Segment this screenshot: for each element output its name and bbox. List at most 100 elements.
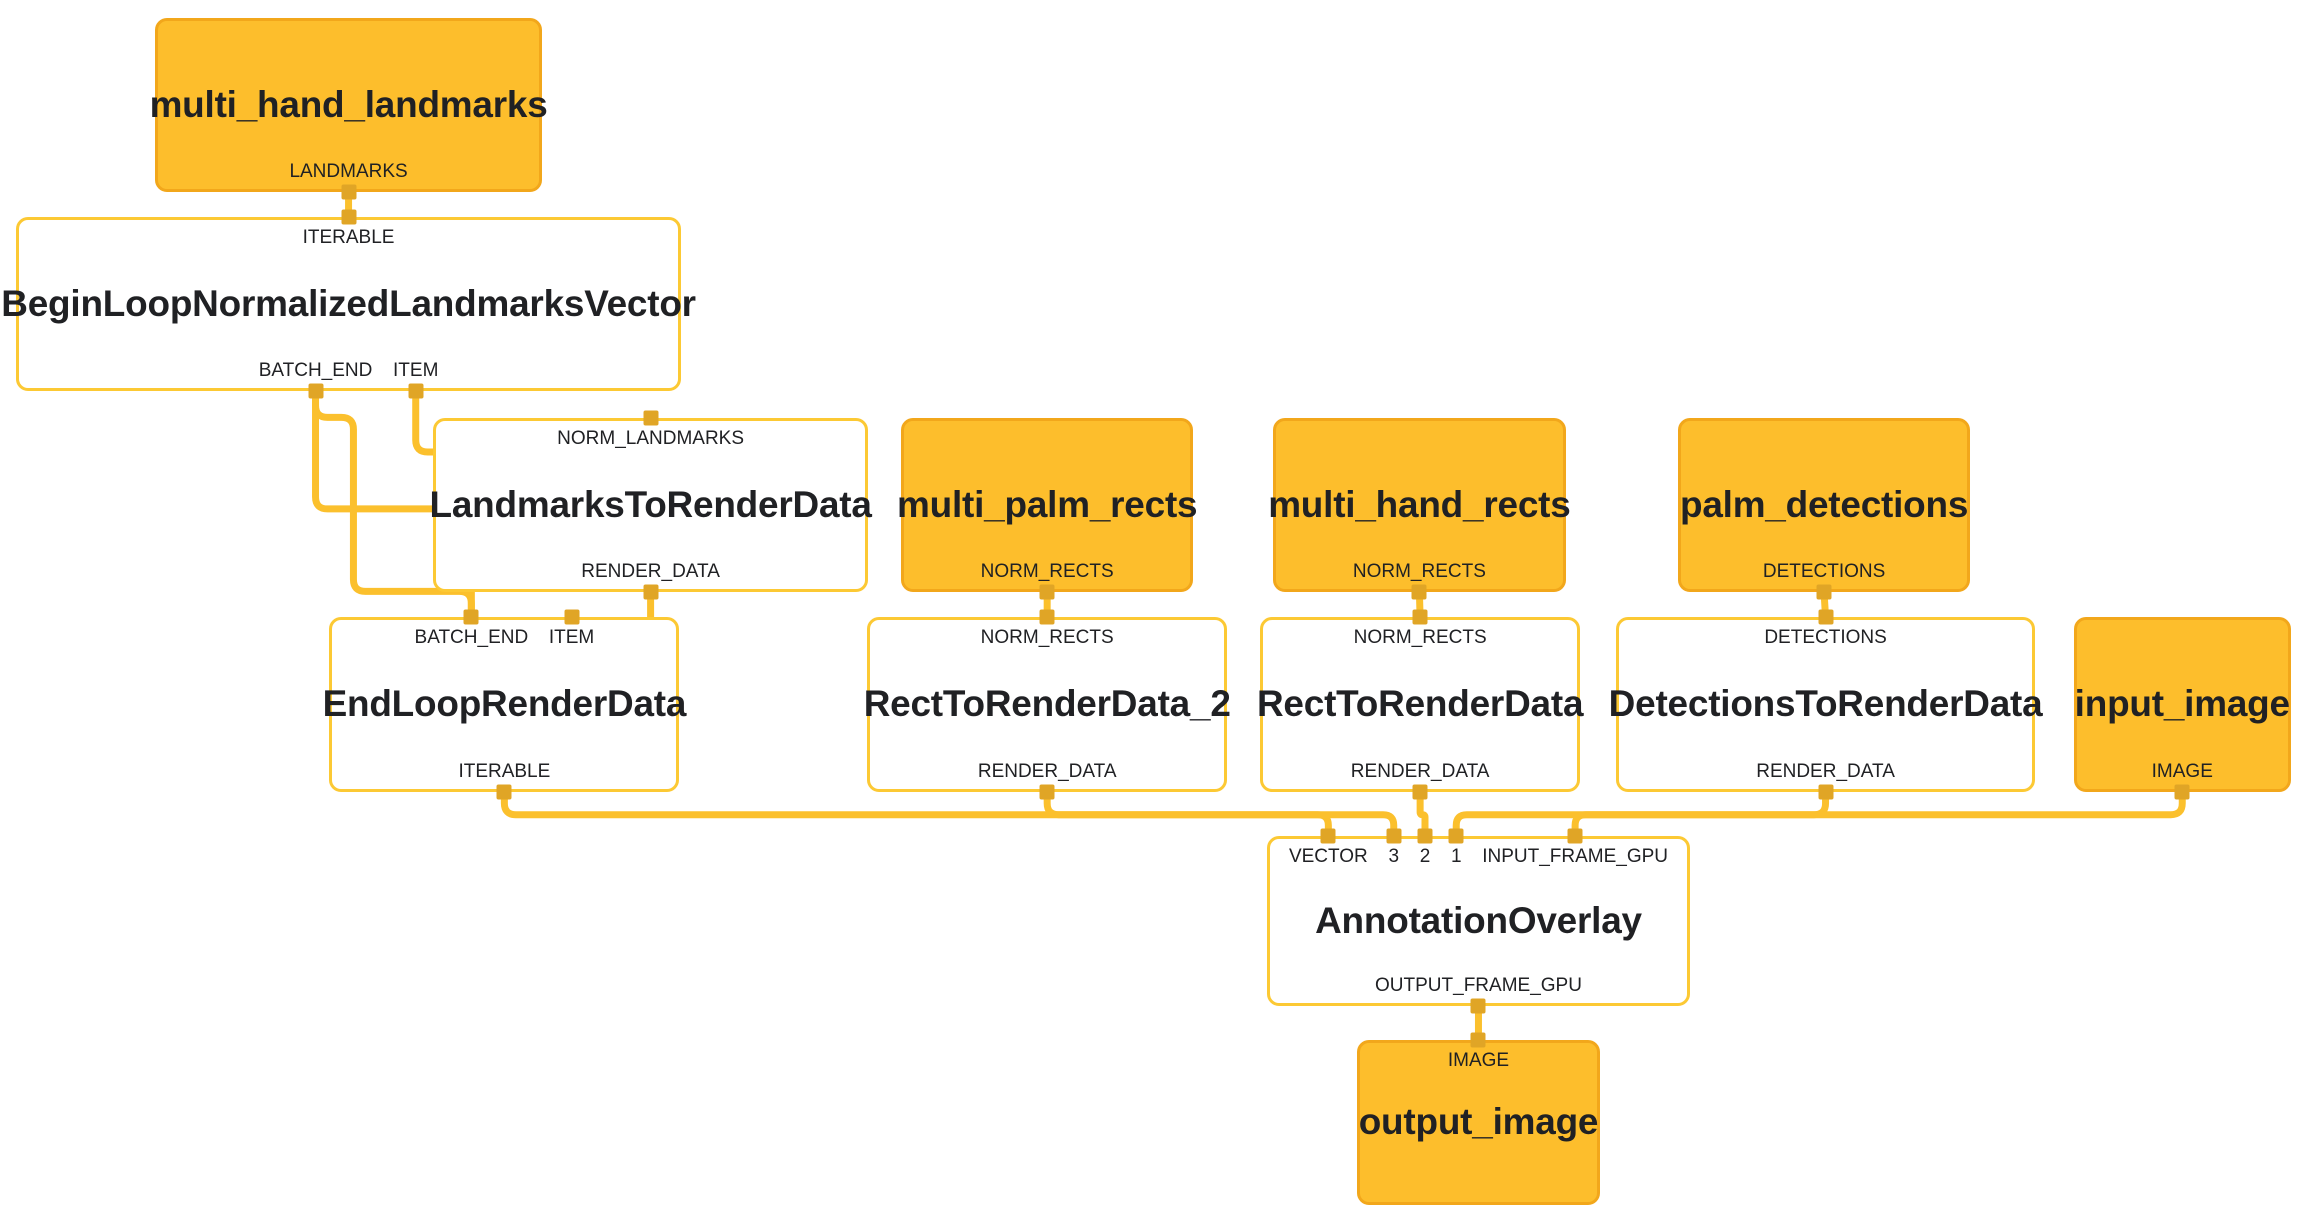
node-LandmarksToRenderData[interactable]: LandmarksToRenderData NORM_LANDMARKS RENDE… <box>429 417 872 593</box>
node-title: DetectionsToRenderData <box>1608 683 2043 725</box>
port-pin-icon[interactable] <box>1039 584 1055 600</box>
input-port-row: ITERABLE <box>19 228 678 247</box>
node-EndLoopRenderData[interactable]: EndLoopRenderData BATCH_END ITEM ITERABLE <box>323 617 686 792</box>
port-label-1[interactable]: 1 <box>1450 845 1462 867</box>
node-title: multi_hand_rects <box>1268 483 1571 525</box>
port-pin-icon[interactable] <box>496 784 512 800</box>
node-title: AnnotationOverlay <box>1315 899 1642 941</box>
port-pin-icon[interactable] <box>1470 998 1486 1014</box>
port-pin-icon[interactable] <box>408 383 424 399</box>
port-pin-icon[interactable] <box>341 184 357 200</box>
input-port-row: NORM_RECTS <box>870 628 1224 647</box>
port-label-render_data[interactable]: RENDER_DATA <box>1756 760 1895 782</box>
node-title: RectToRenderData <box>1256 683 1584 725</box>
port-label-output_frame_gpu[interactable]: OUTPUT_FRAME_GPU <box>1375 974 1582 996</box>
port-pin-icon[interactable] <box>308 383 324 399</box>
port-label-image[interactable]: IMAGE <box>2151 760 2213 782</box>
node-title: palm_detections <box>1679 483 1969 525</box>
port-label-norm_rects[interactable]: NORM_RECTS <box>1352 561 1486 583</box>
port-label-detections[interactable]: DETECTIONS <box>1762 561 1886 583</box>
node-title: RectToRenderData_2 <box>863 683 1231 725</box>
port-label-norm_rects[interactable]: NORM_RECTS <box>980 627 1114 649</box>
port-label-item[interactable]: ITEM <box>548 627 595 649</box>
port-pin-icon[interactable] <box>1567 828 1583 844</box>
output-port-row: RENDER_DATA <box>1263 762 1578 781</box>
node-RectToRenderData_2[interactable]: RectToRenderData_2 NORM_RECTS RENDER_DATA <box>864 617 1231 792</box>
port-pin-icon[interactable] <box>1470 1032 1486 1048</box>
output-port-row: RENDER_DATA <box>436 562 866 581</box>
port-label-detections[interactable]: DETECTIONS <box>1764 627 1887 649</box>
input-port-row: DETECTIONS <box>1619 628 2032 647</box>
edge <box>1043 788 1398 840</box>
port-pin-icon[interactable] <box>1386 828 1402 844</box>
port-pin-icon[interactable] <box>1417 828 1433 844</box>
edge <box>1571 788 2186 840</box>
port-pin-icon[interactable] <box>1039 784 1055 800</box>
port-label-batch_end[interactable]: BATCH_END <box>258 360 373 382</box>
node-title: EndLoopRenderData <box>322 683 687 725</box>
port-pin-icon[interactable] <box>643 584 659 600</box>
port-label-iterable[interactable]: ITERABLE <box>458 760 551 782</box>
port-pin-icon[interactable] <box>2174 784 2190 800</box>
port-label-vector[interactable]: VECTOR <box>1288 845 1368 867</box>
port-pin-icon[interactable] <box>1412 609 1428 625</box>
node-RectToRenderData[interactable]: RectToRenderData NORM_RECTS RENDER_DATA <box>1256 617 1584 792</box>
port-label-norm_landmarks[interactable]: NORM_LANDMARKS <box>557 427 745 449</box>
output-port-row: BATCH_END ITEM <box>19 361 678 380</box>
port-pin-icon[interactable] <box>1818 609 1834 625</box>
port-label-image[interactable]: IMAGE <box>1447 1049 1510 1071</box>
output-port-row: IMAGE <box>2077 762 2288 781</box>
port-label-landmarks[interactable]: LANDMARKS <box>289 161 408 182</box>
port-label-input_frame_gpu[interactable]: INPUT_FRAME_GPU <box>1482 845 1669 867</box>
port-label-batch_end[interactable]: BATCH_END <box>414 627 529 649</box>
output-port-row: OUTPUT_FRAME_GPU <box>1270 976 1686 995</box>
port-pin-icon[interactable] <box>643 410 659 426</box>
input-port-row: BATCH_END ITEM <box>332 628 676 647</box>
port-pin-icon[interactable] <box>564 609 580 625</box>
output-port-row: RENDER_DATA <box>870 762 1224 781</box>
port-label-render_data[interactable]: RENDER_DATA <box>1350 760 1490 782</box>
port-label-item[interactable]: ITEM <box>393 360 439 382</box>
port-pin-icon[interactable] <box>1816 584 1832 600</box>
node-title: output_image <box>1358 1101 1599 1143</box>
node-title: LandmarksToRenderData <box>429 483 872 525</box>
port-label-norm_rects[interactable]: NORM_RECTS <box>980 561 1114 583</box>
port-pin-icon[interactable] <box>1818 784 1834 800</box>
output-port-row: NORM_RECTS <box>1276 562 1562 581</box>
port-pin-icon[interactable] <box>1320 828 1336 844</box>
port-label-render_data[interactable]: RENDER_DATA <box>977 760 1117 782</box>
edge <box>500 788 1332 840</box>
input-port-row: NORM_LANDMARKS <box>436 429 866 448</box>
port-pin-icon[interactable] <box>463 609 479 625</box>
port-label-iterable[interactable]: ITERABLE <box>302 227 395 249</box>
port-pin-icon[interactable] <box>1448 828 1464 844</box>
port-pin-icon[interactable] <box>1411 584 1427 600</box>
port-label-2[interactable]: 2 <box>1419 845 1431 867</box>
node-title: multi_hand_landmarks <box>149 83 548 125</box>
input-port-row: IMAGE <box>1360 1051 1596 1070</box>
node-output_image[interactable]: output_image IMAGE <box>1357 1039 1600 1206</box>
port-label-norm_rects[interactable]: NORM_RECTS <box>1353 627 1487 649</box>
port-pin-icon[interactable] <box>1039 609 1055 625</box>
output-port-row: RENDER_DATA <box>1619 762 2032 781</box>
node-title: input_image <box>2074 683 2290 725</box>
node-title: BeginLoopNormalizedLandmarksVector <box>1 282 696 324</box>
port-label-render_data[interactable]: RENDER_DATA <box>581 561 720 583</box>
output-port-row: DETECTIONS <box>1681 562 1967 581</box>
edge <box>1452 788 1830 840</box>
output-port-row: NORM_RECTS <box>904 562 1190 581</box>
node-DetectionsToRenderData[interactable]: DetectionsToRenderData DETECTIONS RENDER_D… <box>1609 617 2043 792</box>
port-pin-icon[interactable] <box>1412 784 1428 800</box>
node-title: multi_palm_rects <box>897 483 1198 525</box>
port-pin-icon[interactable] <box>341 209 357 225</box>
port-label-3[interactable]: 3 <box>1388 845 1400 867</box>
node-BeginLoopNormalizedLandmarksVector[interactable]: BeginLoopNormalizedLandmarksVector ITERAB… <box>1 217 696 392</box>
